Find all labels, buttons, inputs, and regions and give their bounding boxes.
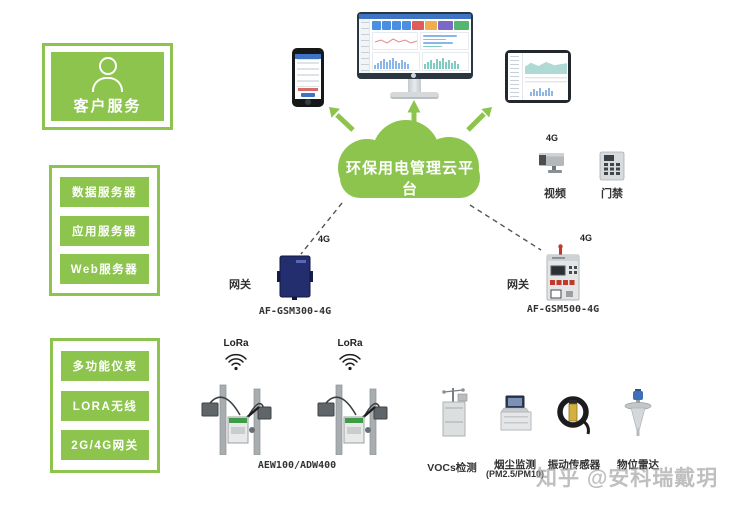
camera-label: 视频 xyxy=(544,188,566,200)
lora-left-label: LoRa xyxy=(223,338,249,349)
left-link-4g-label: 4G xyxy=(318,234,331,244)
tablet-bar-chart xyxy=(530,87,562,96)
door-access-keypad-icon xyxy=(599,151,625,181)
cloud-platform-label: 环保用电管理云平台 xyxy=(345,160,474,198)
up-arrows xyxy=(329,100,492,132)
edge-item-lora: LORA无线 xyxy=(61,390,149,421)
cloud-shape xyxy=(338,120,480,198)
dashboard-header-bar xyxy=(359,14,471,19)
right-link-4g-label: 4G xyxy=(580,233,593,243)
wifi-icon xyxy=(339,353,361,371)
server-item-web: Web服务器 xyxy=(60,254,149,285)
meters-model-label: AEW100/ADW400 xyxy=(257,460,337,471)
vibration-sensor-icon xyxy=(557,396,590,435)
monitor-bar-chart-2 xyxy=(421,52,469,71)
phone-device xyxy=(292,48,324,107)
edge-stack: 多功能仪表 LORA无线 2G/4G网关 xyxy=(50,338,160,473)
phone-home-button xyxy=(305,99,311,105)
vibration-label: 振动传感器 xyxy=(547,459,601,471)
dashboard-line-chart xyxy=(372,32,418,50)
server-item-data: 数据服务器 xyxy=(60,176,149,207)
server-stack: 数据服务器 应用服务器 Web服务器 xyxy=(49,165,160,296)
cctv-camera-icon xyxy=(539,153,564,173)
customer-service-label: 客户服务 xyxy=(73,98,142,115)
phone-app-button xyxy=(301,93,315,97)
phone-app-header xyxy=(295,54,321,59)
radar-level-sensor-icon xyxy=(624,389,652,436)
monitor-stand-base xyxy=(390,92,439,99)
dashed-link-left xyxy=(300,202,343,255)
lora-meter-assembly xyxy=(317,384,388,455)
edge-item-gateway: 2G/4G网关 xyxy=(61,430,149,461)
dashed-link-right xyxy=(469,204,542,251)
phone-app-rows xyxy=(297,59,319,87)
camera-4g-label: 4G xyxy=(546,133,559,143)
monitor-camera-dot xyxy=(411,73,416,78)
tablet-table-rows xyxy=(525,77,567,85)
dashboard-stat-cards xyxy=(372,21,469,30)
vocs-label: VOCs检测 xyxy=(427,462,477,474)
watermark: 知乎 @安科瑞戴玥 xyxy=(536,467,719,490)
phone-app-alert-row xyxy=(298,88,318,91)
lora-right-label: LoRa xyxy=(337,338,363,349)
edge-item-meter: 多功能仪表 xyxy=(61,350,149,381)
gateway-left-model: AF-GSM300-4G xyxy=(258,306,332,317)
gateway-right-model: AF-GSM500-4G xyxy=(526,304,600,315)
dust-sub-label: (PM2.5/PM10) xyxy=(485,469,545,479)
dust-monitor-icon xyxy=(500,395,532,431)
radar-label: 物位雷达 xyxy=(617,459,659,471)
monitor-bar-chart-1 xyxy=(372,52,420,71)
gateway-gsm300-icon xyxy=(277,255,313,300)
dashboard-sidebar xyxy=(359,19,370,73)
person-icon xyxy=(92,57,123,92)
gateway-gsm500-icon xyxy=(546,244,580,301)
vocs-analyzer-icon xyxy=(442,388,468,437)
gateway-right-label: 网关 xyxy=(507,279,529,291)
customer-service-box: 客户服务 xyxy=(42,43,173,130)
monitor-screen xyxy=(357,12,473,79)
gateway-left-label: 网关 xyxy=(229,279,251,291)
dust-label: 烟尘监测 xyxy=(494,459,536,471)
server-item-app: 应用服务器 xyxy=(60,215,149,246)
wifi-icon xyxy=(225,353,247,371)
lora-meter-assembly xyxy=(201,384,272,455)
door-access-label: 门禁 xyxy=(601,188,623,200)
monitor-stand-neck xyxy=(408,79,421,92)
tablet-device xyxy=(505,50,571,103)
dashboard-hbar-chart xyxy=(419,32,469,50)
tablet-sidebar xyxy=(508,53,523,100)
tablet-area-chart xyxy=(525,62,567,74)
